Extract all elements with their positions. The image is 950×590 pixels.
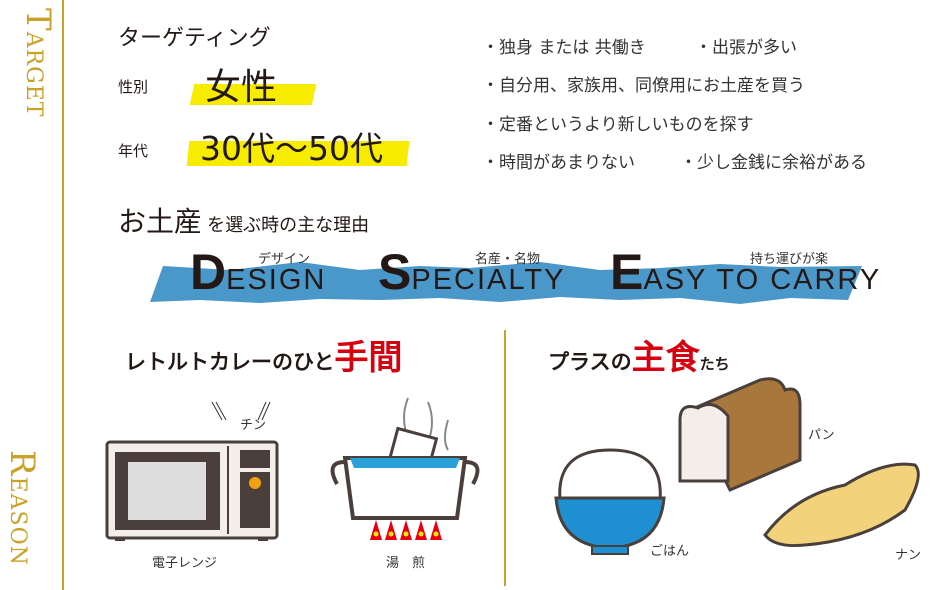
- reason-divider: [504, 330, 506, 586]
- souvenir-title-small: を選ぶ時の主な理由: [207, 215, 370, 236]
- heading-suffix: たち: [699, 355, 730, 373]
- rest: ASY TO CARRY: [643, 264, 882, 296]
- bread-icon: [678, 377, 802, 492]
- ruby-easy: 持ち運びが楽: [750, 252, 829, 267]
- ruby-specialty: 名産・名物: [475, 252, 541, 267]
- age-value: 30代〜50代: [200, 129, 383, 168]
- souvenir-title: お土産 を選ぶ時の主な理由: [118, 200, 369, 240]
- age-label: 年代: [118, 142, 149, 160]
- bullet-item: ・時間があまりない: [482, 153, 635, 173]
- reason-right-heading: プラスの主食たち: [548, 330, 730, 379]
- rest: ESIGN: [226, 264, 327, 296]
- vertical-divider: [62, 0, 64, 590]
- reason-design: DESIGN: [190, 243, 326, 301]
- bullet-item: ・自分用、家族用、同僚用にお土産を買う: [482, 76, 805, 96]
- initial: S: [378, 244, 412, 300]
- gender-label: 性別: [118, 78, 149, 96]
- reason-easy: EASY TO CARRY: [610, 243, 881, 301]
- heading-text: レトルトカレーのひと: [125, 350, 335, 374]
- initial: E: [610, 244, 644, 300]
- bread-label: パン: [808, 428, 835, 443]
- microwave-label: 電子レンジ: [152, 556, 218, 571]
- initial: D: [190, 244, 227, 300]
- souvenir-title-big: お土産: [118, 205, 203, 238]
- heading-accent: 主食: [631, 338, 700, 378]
- microwave-icon: [105, 401, 279, 541]
- reason-left-heading: レトルトカレーのひと手間: [125, 330, 402, 379]
- bullet-item: ・少し金銭に余裕がある: [680, 153, 867, 173]
- rice-bowl-icon: [554, 448, 666, 555]
- naan-icon: [763, 462, 920, 547]
- sound-label: チン: [240, 418, 267, 433]
- bullet-item: ・定番というより新しいものを探す: [482, 115, 754, 135]
- gender-value: 女性: [205, 67, 278, 108]
- rice-label: ごはん: [650, 544, 690, 559]
- heading-text: プラスの: [548, 350, 632, 374]
- rest: PECIALTY: [411, 264, 566, 296]
- heading-accent: 手間: [334, 338, 403, 378]
- ruby-design: デザイン: [258, 252, 311, 267]
- boil-label: 湯 煎: [386, 556, 426, 571]
- targeting-title: ターゲティング: [118, 26, 271, 51]
- bullet-item: ・出張が多い: [695, 38, 797, 58]
- bullet-item: ・独身 または 共働き: [482, 38, 646, 58]
- naan-label: ナン: [895, 548, 922, 563]
- reason-specialty: SPECIALTY: [378, 243, 565, 301]
- boiling-pot-icon: [330, 397, 480, 540]
